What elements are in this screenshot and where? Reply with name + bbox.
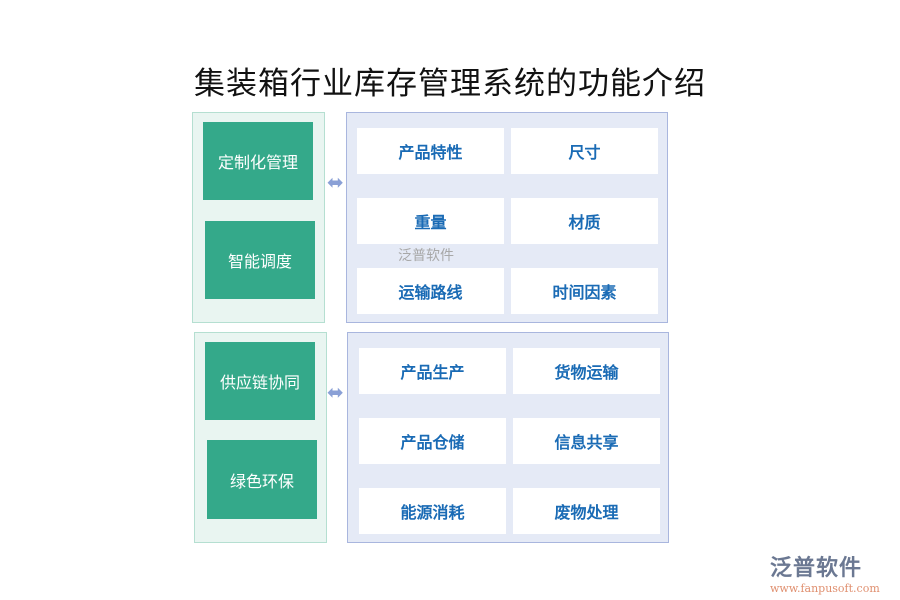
- item-cell: 运输路线: [357, 268, 504, 314]
- logo-name: 泛普软件: [770, 556, 863, 581]
- item-cell: 重量: [357, 198, 504, 244]
- page-title: 集装箱行业库存管理系统的功能介绍: [194, 66, 706, 102]
- item-cell: 材质: [511, 198, 658, 244]
- watermark: 泛普软件: [398, 248, 454, 264]
- node-smart-scheduling: 智能调度: [205, 221, 315, 299]
- item-cell: 能源消耗: [359, 488, 506, 534]
- double-arrow-icon: ⬌: [327, 170, 344, 194]
- double-arrow-icon: ⬌: [327, 380, 344, 404]
- item-cell: 时间因素: [511, 268, 658, 314]
- item-cell: 产品仓储: [359, 418, 506, 464]
- item-cell: 信息共享: [513, 418, 660, 464]
- node-custom-management: 定制化管理: [203, 122, 313, 200]
- item-cell: 废物处理: [513, 488, 660, 534]
- item-cell: 产品生产: [359, 348, 506, 394]
- node-green: 绿色环保: [207, 440, 317, 519]
- item-cell: 产品特性: [357, 128, 504, 174]
- logo-url: www.fanpusoft.com: [770, 582, 880, 595]
- logo: 泛普软件 www.fanpusoft.com: [770, 550, 880, 595]
- node-supply-chain: 供应链协同: [205, 342, 315, 420]
- item-cell: 货物运输: [513, 348, 660, 394]
- item-cell: 尺寸: [511, 128, 658, 174]
